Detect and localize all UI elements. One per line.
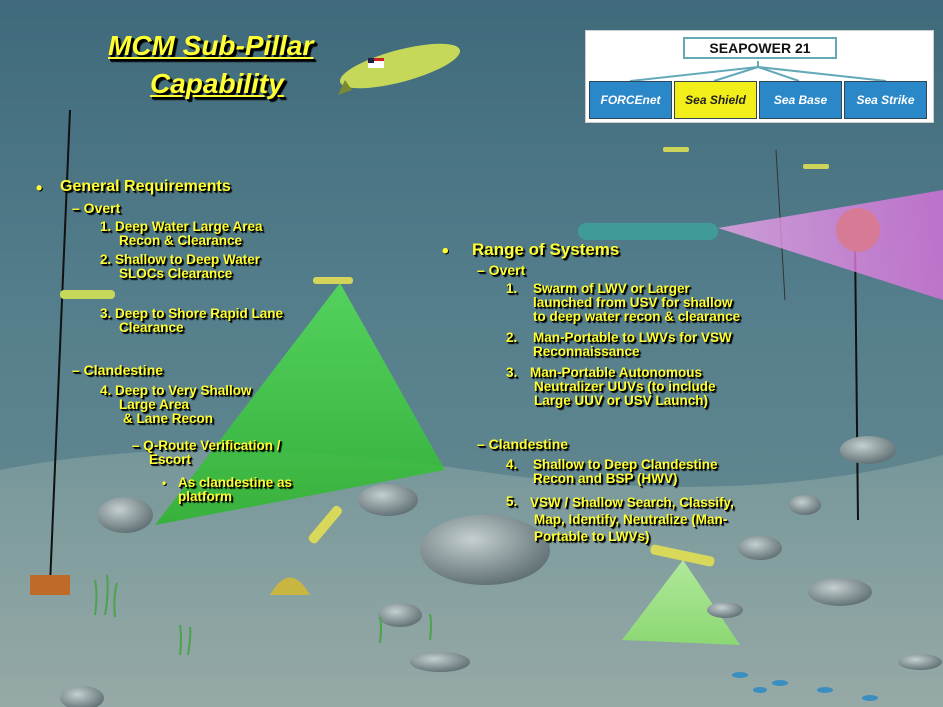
right-clandestine-item-4-line-2: Recon and BSP (HWV) <box>533 471 678 487</box>
left-overt-item-3-line-1: 3. Deep to Shore Rapid Lane <box>100 306 284 321</box>
pillar-sea-shield: Sea Shield <box>674 81 757 119</box>
right-heading: Range of Systems <box>472 240 620 259</box>
left-bullet: • <box>36 178 43 198</box>
right-overt-item-3-line-2: Neutralizer UUVs (to include <box>534 379 716 395</box>
right-clandestine-item-5: VSW / Shallow Search, Classify, Map, Ide… <box>530 495 734 546</box>
title-line-1: MCM Sub-Pillar <box>108 30 314 61</box>
left-clandestine-item-4-line-1: 4. Deep to Very Shallow <box>100 383 252 398</box>
slide-title: MCM Sub-Pillar <box>108 30 313 62</box>
right-overt-item-1: Swarm of LWV or Larger launched from USV… <box>533 281 741 325</box>
right-bullet: • <box>442 241 449 262</box>
right-overt-item-1-line-2: launched from USV for shallow <box>533 295 733 311</box>
left-overt-item-3-line-2: Clearance <box>119 320 184 336</box>
left-clandestine-platform-item: As clandestine as platform <box>178 475 293 505</box>
pillar-sea-strike: Sea Strike <box>844 81 927 119</box>
left-overt-label: – Overt <box>72 200 121 216</box>
left-overt-item-2-line-2: SLOCs Clearance <box>119 266 233 282</box>
left-overt-item-1: 1. Deep Water Large Area Recon & Clearan… <box>100 219 263 249</box>
slide-title-line-2: Capability <box>150 68 284 100</box>
left-q-route-line-1: – Q-Route Verification / <box>132 438 281 453</box>
seapower-title: SEAPOWER 21 <box>683 37 837 59</box>
left-sub-sub-bullet: • <box>162 476 167 490</box>
right-overt-item-1-line-1: Swarm of LWV or Larger <box>533 281 690 296</box>
right-clandestine-item-4-line-1: Shallow to Deep Clandestine <box>533 457 718 472</box>
right-overt-item-3: Man-Portable Autonomous Neutralizer UUVs… <box>530 365 716 409</box>
left-overt-item-1-line-1: 1. Deep Water Large Area <box>100 219 263 234</box>
right-overt-item-2: Man-Portable to LWVs for VSW Reconnaissa… <box>533 330 732 360</box>
left-heading: General Requirements <box>60 178 231 195</box>
left-overt-item-2: 2. Shallow to Deep Water SLOCs Clearance <box>100 252 261 282</box>
left-clandestine-item-4-line-2: Large Area <box>119 397 190 413</box>
left-overt-item-3: 3. Deep to Shore Rapid Lane Clearance <box>100 306 284 336</box>
left-q-route-item: – Q-Route Verification / Escort <box>132 438 281 468</box>
title-line-2: Capability <box>150 68 284 99</box>
right-overt-item-2-line-1: Man-Portable to LWVs for VSW <box>533 330 732 345</box>
left-platform-line-2: platform <box>178 489 232 505</box>
right-overt-num-2: 2. <box>506 330 518 345</box>
pillar-sea-base: Sea Base <box>759 81 842 119</box>
right-overt-num-1: 1. <box>506 281 518 296</box>
seapower-21-diagram: SEAPOWER 21 FORCEnet Sea Shield Sea Base… <box>585 30 934 123</box>
right-clandestine-item-4: Shallow to Deep Clandestine Recon and BS… <box>533 457 718 487</box>
mine-icon <box>270 208 880 595</box>
left-clandestine-label: – Clandestine <box>72 362 164 378</box>
left-q-route-line-2: Escort <box>149 452 192 468</box>
right-clandestine-label: – Clandestine <box>477 436 569 452</box>
right-clandestine-item-5-line-2: Map, Identify, Neutralize (Man- <box>534 511 728 527</box>
uuv-vehicle-icon <box>338 43 461 95</box>
mooring-line <box>49 109 71 586</box>
right-clandestine-num-4: 4. <box>506 457 518 472</box>
left-overt-item-2-line-1: 2. Shallow to Deep Water <box>100 252 261 267</box>
sonar-cone-icon <box>155 283 445 525</box>
left-clandestine-item-4: 4. Deep to Very Shallow Large Area & Lan… <box>100 383 252 427</box>
left-clandestine-item-4-line-3: & Lane Recon <box>123 411 214 427</box>
pillar-forcenet: FORCEnet <box>589 81 672 119</box>
rock-icon <box>60 436 942 707</box>
right-overt-item-3-line-1: Man-Portable Autonomous <box>530 365 702 380</box>
left-platform-line-1: As clandestine as <box>178 475 293 490</box>
right-overt-item-3-line-3: Large UUV or USV Launch) <box>534 393 709 409</box>
seapower-connector-lines <box>629 61 887 82</box>
left-overt-item-1-line-2: Recon & Clearance <box>119 233 243 249</box>
fish-icon <box>732 672 878 701</box>
right-overt-item-1-line-3: to deep water recon & clearance <box>533 309 741 325</box>
right-clandestine-item-5-line-3: Portable to LWVs) <box>534 528 650 544</box>
right-overt-num-3: 3. <box>506 365 518 380</box>
right-overt-item-2-line-2: Reconnaissance <box>533 344 640 360</box>
right-overt-label: – Overt <box>477 262 526 278</box>
right-clandestine-num-5: 5. <box>506 494 518 509</box>
right-clandestine-item-5-line-1: VSW / Shallow Search, Classify, <box>530 495 734 510</box>
